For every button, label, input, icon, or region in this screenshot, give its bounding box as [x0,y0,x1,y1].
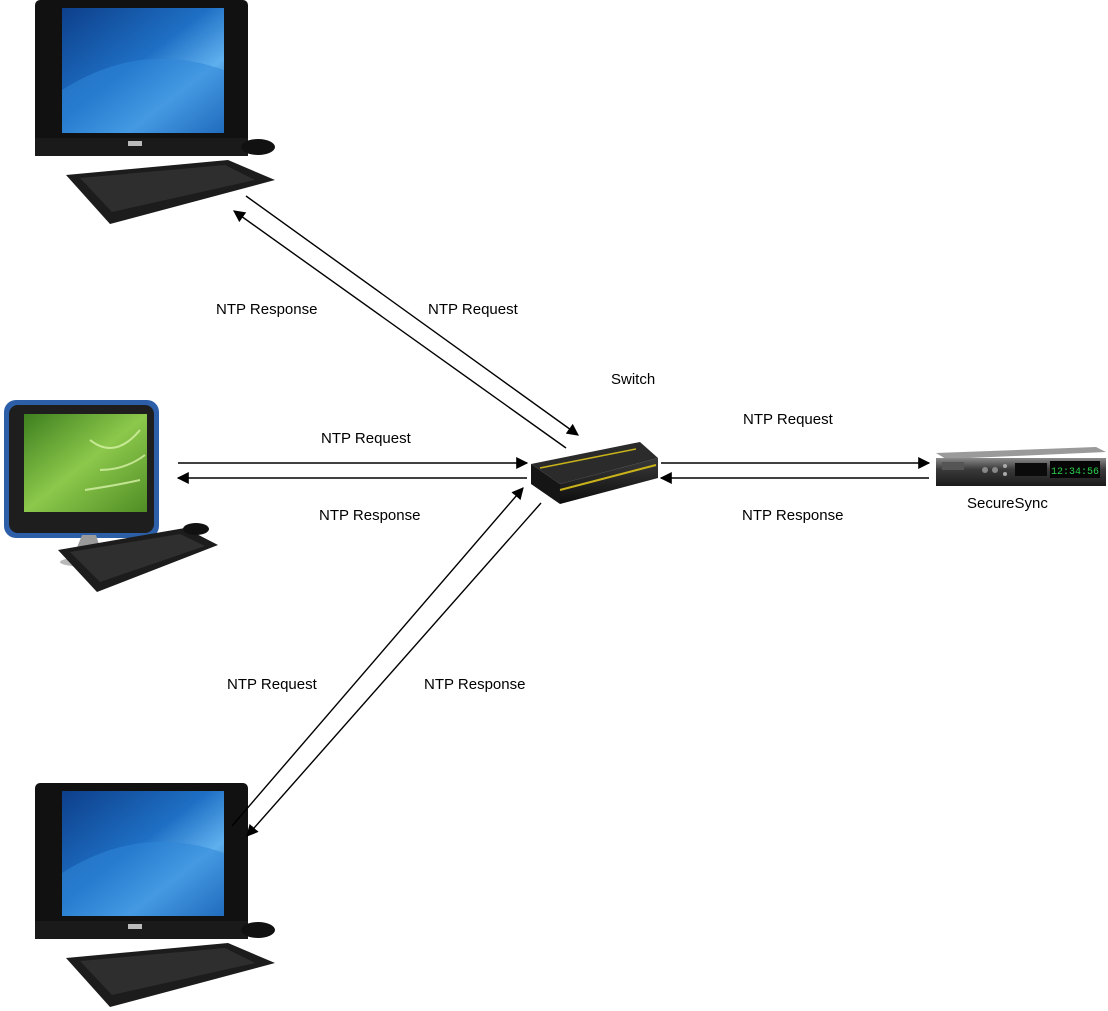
switch-front [560,458,658,504]
bottom-request-arrow [231,487,524,827]
middle-computer [4,400,218,592]
network-switch [531,442,658,504]
mouse [241,922,275,938]
top-response-label: NTP Response [216,301,317,318]
server-display [1050,461,1100,478]
switch-top [531,442,658,484]
bottom-request-label: NTP Request [227,676,318,693]
server-request-label: NTP Request [743,411,834,428]
securesync-label: SecureSync [967,495,1048,512]
monitor-screen [24,414,147,512]
top-response-arrow [233,210,567,449]
securesync-server: 12:34:56 [936,447,1106,486]
top-computer [35,0,275,224]
bottom-response-arrow [246,502,542,837]
bottom-response-label: NTP Response [424,676,525,693]
middle-request-label: NTP Request [321,430,412,447]
server-top [936,447,1106,459]
bottom-computer [35,783,275,1007]
top-request-arrow [245,195,579,436]
mouse [183,523,209,535]
server-display-text: 12:34:56 [1051,467,1099,478]
server-response-label: NTP Response [742,507,843,524]
top-request-label: NTP Request [428,301,519,318]
switch-label: Switch [611,371,655,388]
middle-response-label: NTP Response [319,507,420,524]
mouse [241,139,275,155]
